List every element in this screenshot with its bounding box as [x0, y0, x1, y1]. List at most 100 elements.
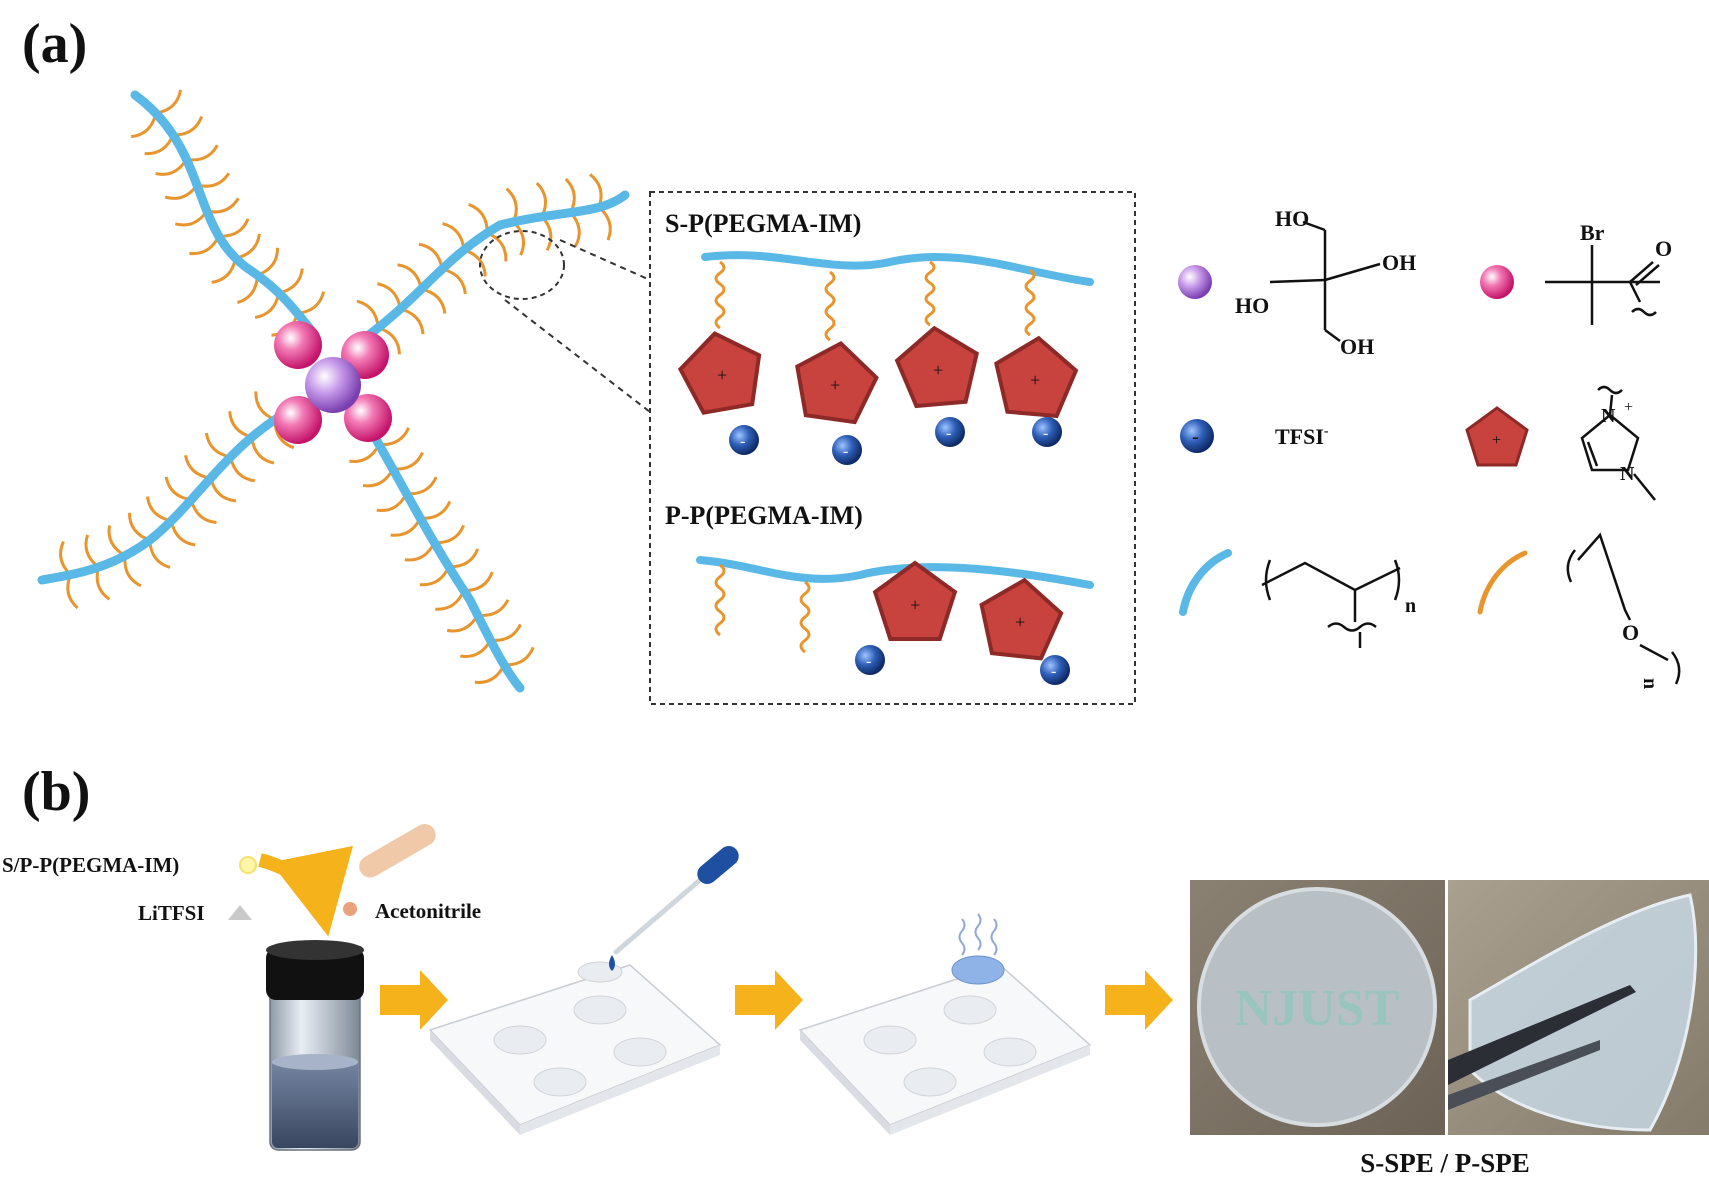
- side-chain: [397, 263, 423, 290]
- side-chain: [186, 144, 219, 162]
- zoom-guide-bottom: [504, 299, 651, 413]
- peg-repeat-n: n: [1639, 678, 1661, 689]
- side-chain: [503, 646, 535, 667]
- tweezers: [1448, 985, 1636, 1085]
- side-chain: [196, 172, 231, 188]
- zoom-circle: [479, 230, 565, 300]
- tfsi-anion: [1032, 417, 1062, 447]
- side-chain: [107, 525, 126, 557]
- side-chain: [183, 454, 211, 480]
- polymer-powder-icon: [239, 856, 257, 874]
- linear-segment-backbone: [696, 556, 1094, 589]
- side-chain: [297, 291, 326, 315]
- process-arrow: [1105, 970, 1173, 1030]
- inset-box: S-P(PEGMA-IM) +-+-+-+- P-P(PEGMA-IM) +-+…: [649, 191, 1136, 705]
- tfsi-anion: [729, 425, 759, 455]
- tfsi-anion: [832, 435, 862, 465]
- cation-charge: +: [1030, 370, 1040, 390]
- side-chain: [486, 231, 508, 262]
- side-chain: [235, 233, 261, 260]
- peg-structure: [1566, 532, 1681, 685]
- tfsi-anion: [935, 417, 965, 447]
- hydroxyl-group: HO: [1275, 206, 1309, 231]
- side-chain: [418, 242, 444, 270]
- linear-polymer-title: P-P(PEGMA-IM): [665, 501, 863, 530]
- side-chain: [404, 541, 436, 562]
- side-chain: [448, 548, 480, 569]
- side-chain: [512, 220, 526, 256]
- imidazolium-cation: [795, 340, 879, 425]
- side-chain: [349, 443, 381, 463]
- side-chain: [229, 456, 256, 483]
- side-chain: [84, 534, 100, 569]
- anion-charge: -: [740, 433, 745, 450]
- cation-charge: +: [933, 360, 943, 380]
- legend-anion-charge: -: [1192, 426, 1199, 448]
- side-chain: [254, 292, 281, 319]
- side-chain: [254, 391, 276, 421]
- side-chain: [376, 492, 408, 513]
- side-chain: [924, 260, 936, 327]
- legend: HO OH HO OH Br O - TFSI- + N + N: [1178, 206, 1681, 689]
- legend-anion-sphere: [1180, 419, 1214, 453]
- imidazolium-cation: [677, 331, 762, 415]
- side-chain: [474, 664, 506, 684]
- side-chain: [392, 451, 424, 471]
- side-chain: [399, 307, 425, 335]
- core-sphere: [305, 357, 361, 413]
- membrane-photos: NJUST: [1190, 880, 1709, 1135]
- imidazolium-n-bottom: N: [1620, 463, 1635, 485]
- imidazolium-cation: [979, 577, 1064, 661]
- side-chain: [505, 187, 518, 223]
- side-chain: [441, 267, 467, 295]
- side-chain: [468, 203, 489, 233]
- legend-initiator-sphere: [1480, 265, 1514, 299]
- side-chain: [130, 112, 158, 139]
- tfsi-superscript: -: [1324, 424, 1329, 439]
- side-chain: [356, 299, 380, 328]
- solvent-bottle-icon: [359, 824, 436, 878]
- bromoisobutyryl-structure: [1545, 245, 1660, 325]
- imidazolium-charge: +: [1624, 399, 1633, 416]
- star-arm-upper-left: [130, 90, 320, 340]
- salt-powder-icon: [228, 905, 252, 920]
- side-chain: [569, 211, 581, 247]
- imidazolium-cation: [994, 335, 1079, 419]
- side-chain: [564, 177, 576, 214]
- side-chain: [145, 496, 172, 523]
- side-chain: [148, 540, 171, 569]
- side-chain: [390, 517, 422, 537]
- side-chain: [477, 599, 510, 617]
- cation-charge: +: [717, 365, 727, 385]
- side-chain: [589, 173, 603, 208]
- product-caption: S-SPE / P-SPE: [1360, 1148, 1530, 1178]
- solvent-drop-icon: [343, 902, 357, 916]
- side-chain: [127, 512, 151, 542]
- star-polymer-title: S-P(PEGMA-IM): [665, 209, 861, 238]
- side-chain: [218, 218, 250, 238]
- mixing-arrow: [258, 845, 353, 937]
- side-chain: [155, 89, 183, 115]
- tfsi-label: TFSI-: [1275, 424, 1329, 449]
- side-chain: [211, 257, 237, 284]
- side-chain: [714, 260, 726, 330]
- pentaerythritol-structure: [1269, 220, 1381, 343]
- side-chain: [824, 270, 836, 342]
- legend-core-sphere: [1178, 265, 1212, 299]
- star-arm-lower-left: [37, 400, 305, 585]
- anion-charge: -: [1051, 663, 1056, 680]
- side-chain: [362, 468, 395, 488]
- hydroxyl-group: HO: [1235, 293, 1269, 318]
- legend-cation-charge: +: [1492, 432, 1501, 449]
- zoom-guide-top: [559, 239, 651, 281]
- backbone-structure: [1261, 559, 1401, 648]
- anion-charge: -: [843, 443, 848, 460]
- imidazolium-structure: [1580, 385, 1656, 501]
- side-chain: [59, 540, 72, 576]
- initiator-sphere: [344, 394, 392, 442]
- peg-oxygen: O: [1622, 620, 1639, 645]
- side-chain: [406, 476, 438, 496]
- side-chain: [419, 566, 451, 587]
- imidazolium-n-top: N: [1601, 405, 1616, 427]
- side-chain: [189, 499, 217, 525]
